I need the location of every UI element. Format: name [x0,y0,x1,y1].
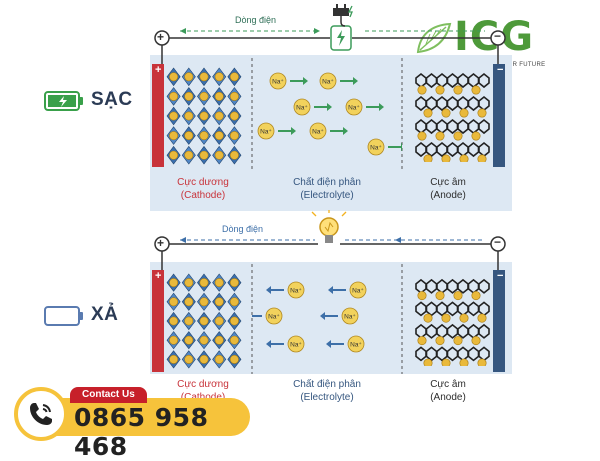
discharge-cathode-lattice [166,273,242,369]
charge-electrolyte-title: Chất điện phân [293,177,361,188]
charge-ion-field: Na⁺ Na⁺ Na⁺ Na⁺ Na⁺ Na⁺ Na⁺ [252,65,406,165]
battery-empty-icon [44,306,83,326]
discharge-cathode-label: Cực dương (Cathode) [158,378,248,404]
svg-text:Na⁺: Na⁺ [290,288,302,295]
graphite-layers-icon [415,73,490,164]
graphite-layers-icon [415,278,490,368]
svg-text:Na⁺: Na⁺ [350,342,362,349]
svg-text:Na⁺: Na⁺ [272,79,284,86]
svg-text:Na⁺: Na⁺ [260,129,272,136]
discharge-cathode-title: Cực dương [177,379,229,390]
crystal-lattice-icon [166,67,242,165]
ion-arrows: Na⁺ Na⁺ Na⁺ Na⁺ Na⁺ Na⁺ Na⁺ [257,72,406,156]
charge-cathode-lattice [166,67,242,165]
svg-text:Na⁺: Na⁺ [312,129,324,136]
charge-anode-title: Cực âm [430,177,466,188]
discharge-electrolyte-sub: (Electrolyte) [300,392,354,403]
sodium-ion: Na⁺ [244,307,283,325]
discharge-diagram [152,210,506,374]
svg-text:Na⁺: Na⁺ [290,342,302,349]
discharge-negative-terminal: − [494,235,502,249]
discharge-electrolyte-label: Chất điện phân (Electrolyte) [272,378,382,404]
discharge-cathode-plus: + [155,270,162,282]
discharge-anode-sub: (Anode) [430,392,466,403]
discharge-mode-label: XẢ [91,304,119,325]
svg-text:Na⁺: Na⁺ [268,314,280,321]
discharge-current-label: Dòng điện [222,224,264,234]
discharge-electrolyte-title: Chất điện phân [293,379,361,390]
charge-diagram [152,4,506,172]
sodium-ion: Na⁺ [326,335,365,353]
phone-icon-circle [14,387,68,441]
charge-cathode-label: Cực dương (Cathode) [158,176,248,202]
svg-text:Na⁺: Na⁺ [296,105,308,112]
sodium-ion: Na⁺ [345,98,384,116]
sodium-ion: Na⁺ [266,335,305,353]
charge-anode-minus: − [497,64,504,76]
discharge-anode-label: Cực âm (Anode) [418,378,478,404]
sodium-ion: Na⁺ [266,281,305,299]
charge-anode-graphite [412,70,490,164]
phone-pill[interactable] [50,398,250,436]
sodium-ion: Na⁺ [320,307,359,325]
phone-icon [30,403,52,425]
discharge-cathode-sub: (Cathode) [158,391,248,404]
svg-text:Na⁺: Na⁺ [370,145,382,152]
charge-cathode-sub: (Cathode) [180,190,226,201]
svg-text:Na⁺: Na⁺ [322,79,334,86]
discharge-anode-minus: − [497,270,504,282]
charge-anode-label: Cực âm (Anode) [418,176,478,202]
sodium-ion: Na⁺ [328,281,367,299]
discharge-positive-terminal: + [157,236,165,250]
svg-text:Na⁺: Na⁺ [344,314,356,321]
svg-text:Na⁺: Na⁺ [348,105,360,112]
charge-electrolyte-label: Chất điện phân (Electrolyte) [272,176,382,202]
charge-mode-label: SẠC [91,89,133,110]
discharge-ion-field: Na⁺ Na⁺ Na⁺ Na⁺ Na⁺ Na⁺ [244,270,402,370]
contact-badge[interactable]: Contact Us 0865 958 468 [10,383,252,461]
charge-current-label: Dòng điện [235,15,277,25]
charge-cathode-plus: + [155,64,162,76]
contact-us-tag: Contact Us [70,387,147,403]
battery-charging-icon [44,91,83,111]
sodium-ion: Na⁺ [269,72,308,90]
charge-positive-terminal: + [157,30,165,44]
svg-text:Na⁺: Na⁺ [352,288,364,295]
crystal-lattice-icon [166,273,242,369]
sodium-ion: Na⁺ [293,98,332,116]
sodium-ion: Na⁺ [309,122,348,140]
discharge-anode-graphite [412,276,490,368]
charge-anode-sub: (Anode) [430,190,466,201]
sodium-ion: Na⁺ [367,138,406,156]
ion-arrows: Na⁺ Na⁺ Na⁺ Na⁺ Na⁺ Na⁺ [244,281,367,353]
charge-negative-terminal: − [494,29,502,43]
charge-cathode-title: Cực dương [177,177,229,188]
sodium-ion: Na⁺ [319,72,358,90]
sodium-ion: Na⁺ [257,122,296,140]
charge-electrolyte-sub: (Electrolyte) [300,190,354,201]
discharge-anode-title: Cực âm [430,379,466,390]
phone-number[interactable]: 0865 958 468 [74,403,209,461]
